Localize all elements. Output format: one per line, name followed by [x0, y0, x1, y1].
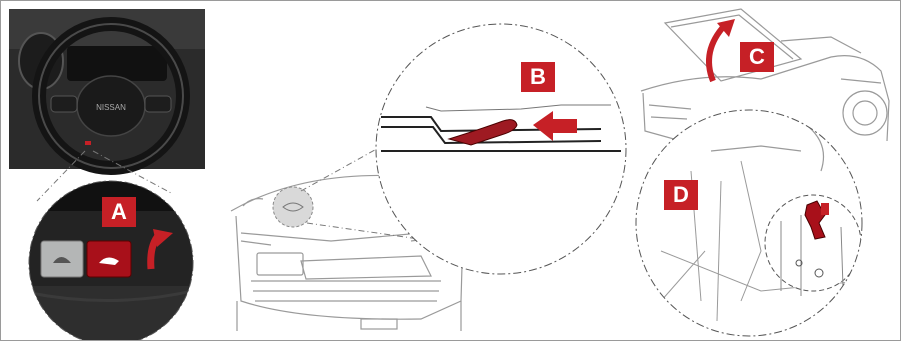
step-label-c: C — [740, 42, 774, 72]
secondary-latch-closeup — [371, 21, 631, 281]
step-label-a: A — [102, 197, 136, 227]
steering-wheel-photo: NISSAN — [9, 9, 205, 169]
svg-text:NISSAN: NISSAN — [96, 103, 126, 112]
prop-rod-closeup — [631, 106, 871, 341]
step-label-b: B — [521, 62, 555, 92]
step-label-d: D — [664, 180, 698, 210]
